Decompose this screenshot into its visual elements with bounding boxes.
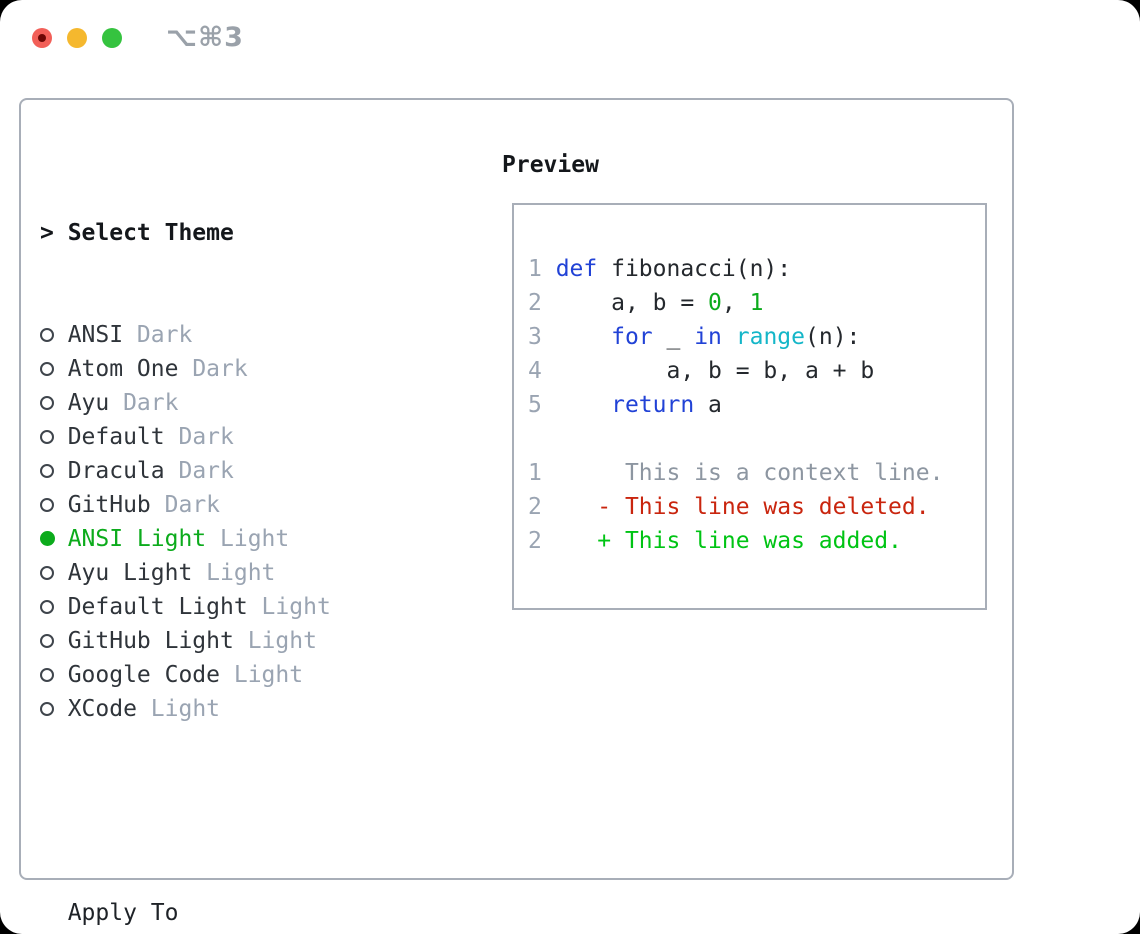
- code-line: 1 This is a context line.: [528, 460, 944, 486]
- theme-option-default[interactable]: Default Dark: [40, 420, 428, 454]
- theme-option-ayu-light[interactable]: Ayu Light Light: [40, 556, 428, 590]
- radio-icon: [40, 327, 54, 342]
- theme-name: Default: [67, 424, 165, 450]
- radio-icon: [40, 599, 54, 614]
- theme-variant-badge: Light: [206, 526, 290, 552]
- focus-cursor-icon: >: [40, 220, 54, 246]
- theme-variant-badge: Light: [136, 696, 221, 722]
- radio-icon: [40, 497, 54, 512]
- window-title: ⌥⌘3: [166, 22, 244, 53]
- theme-option-xcode[interactable]: XCode Light: [40, 692, 428, 726]
- theme-option-atom-one[interactable]: Atom One Dark: [40, 352, 428, 386]
- code-line: 5 return a: [528, 392, 722, 418]
- theme-variant-badge: Dark: [109, 390, 179, 416]
- theme-name: ANSI Light: [67, 526, 207, 552]
- code-line: 2 + This line was added.: [528, 528, 902, 554]
- select-theme-header: > Select Theme: [40, 216, 428, 250]
- theme-variant-badge: Light: [233, 628, 317, 654]
- theme-option-ayu[interactable]: Ayu Dark: [40, 386, 428, 420]
- radio-icon: [40, 565, 54, 580]
- code-line: 2 - This line was deleted.: [528, 494, 930, 520]
- code-line: [528, 218, 985, 252]
- theme-variant-badge: Light: [220, 662, 304, 688]
- theme-name: ANSI: [67, 322, 124, 348]
- preview-code: 1 def fibonacci(n): 2 a, b = 0, 1 3 for _ …: [528, 218, 985, 558]
- theme-name: Default Light: [67, 594, 248, 620]
- code-line: 4 a, b = b, a + b: [528, 358, 875, 384]
- minimize-button[interactable]: [67, 28, 87, 48]
- theme-name: Ayu: [67, 390, 110, 416]
- theme-option-ansi[interactable]: ANSI Dark: [40, 318, 428, 352]
- close-button[interactable]: [32, 28, 52, 48]
- theme-option-github[interactable]: GitHub Dark: [40, 488, 428, 522]
- theme-name: GitHub: [67, 492, 151, 518]
- radio-icon: [40, 701, 54, 716]
- preview-title: Preview: [502, 152, 599, 178]
- theme-variant-badge: Dark: [178, 356, 248, 382]
- apply-to-label: Apply To: [67, 900, 179, 926]
- code-line: 3 for _ in range(n):: [528, 324, 861, 350]
- theme-name: Atom One: [67, 356, 179, 382]
- radio-selected-icon: [40, 531, 55, 546]
- theme-name: Google Code: [67, 662, 221, 688]
- theme-variant-badge: Dark: [164, 424, 234, 450]
- theme-option-ansi-light[interactable]: ANSI Light Light: [40, 522, 428, 556]
- theme-name: GitHub Light: [67, 628, 234, 654]
- theme-option-default-light[interactable]: Default Light Light: [40, 590, 428, 624]
- zoom-button[interactable]: [102, 28, 122, 48]
- theme-variant-badge: Dark: [164, 458, 234, 484]
- theme-variant-badge: Light: [247, 594, 331, 620]
- theme-variant-badge: Dark: [123, 322, 193, 348]
- apply-to-header: Apply To: [40, 896, 428, 930]
- code-line: 1 def fibonacci(n):: [528, 256, 792, 282]
- radio-icon: [40, 429, 54, 444]
- radio-icon: [40, 463, 54, 478]
- radio-icon: [40, 667, 54, 682]
- theme-name: XCode: [67, 696, 137, 722]
- theme-option-dracula[interactable]: Dracula Dark: [40, 454, 428, 488]
- radio-icon: [40, 395, 54, 410]
- theme-variant-badge: Light: [192, 560, 276, 586]
- theme-variant-badge: Dark: [150, 492, 221, 518]
- select-theme-label: Select Theme: [67, 220, 234, 246]
- radio-icon: [40, 633, 54, 648]
- code-line: 2 a, b = 0, 1: [528, 290, 764, 316]
- radio-icon: [40, 361, 54, 376]
- theme-name: Ayu Light: [67, 560, 193, 586]
- theme-option-google-code[interactable]: Google Code Light: [40, 658, 428, 692]
- theme-name: Dracula: [67, 458, 165, 484]
- title-bar: ⌥⌘3: [0, 0, 1140, 78]
- spacer: [40, 794, 428, 828]
- theme-option-github-light[interactable]: GitHub Light Light: [40, 624, 428, 658]
- code-line: [528, 422, 985, 456]
- preview-box: 1 def fibonacci(n): 2 a, b = 0, 1 3 for _ …: [512, 203, 987, 610]
